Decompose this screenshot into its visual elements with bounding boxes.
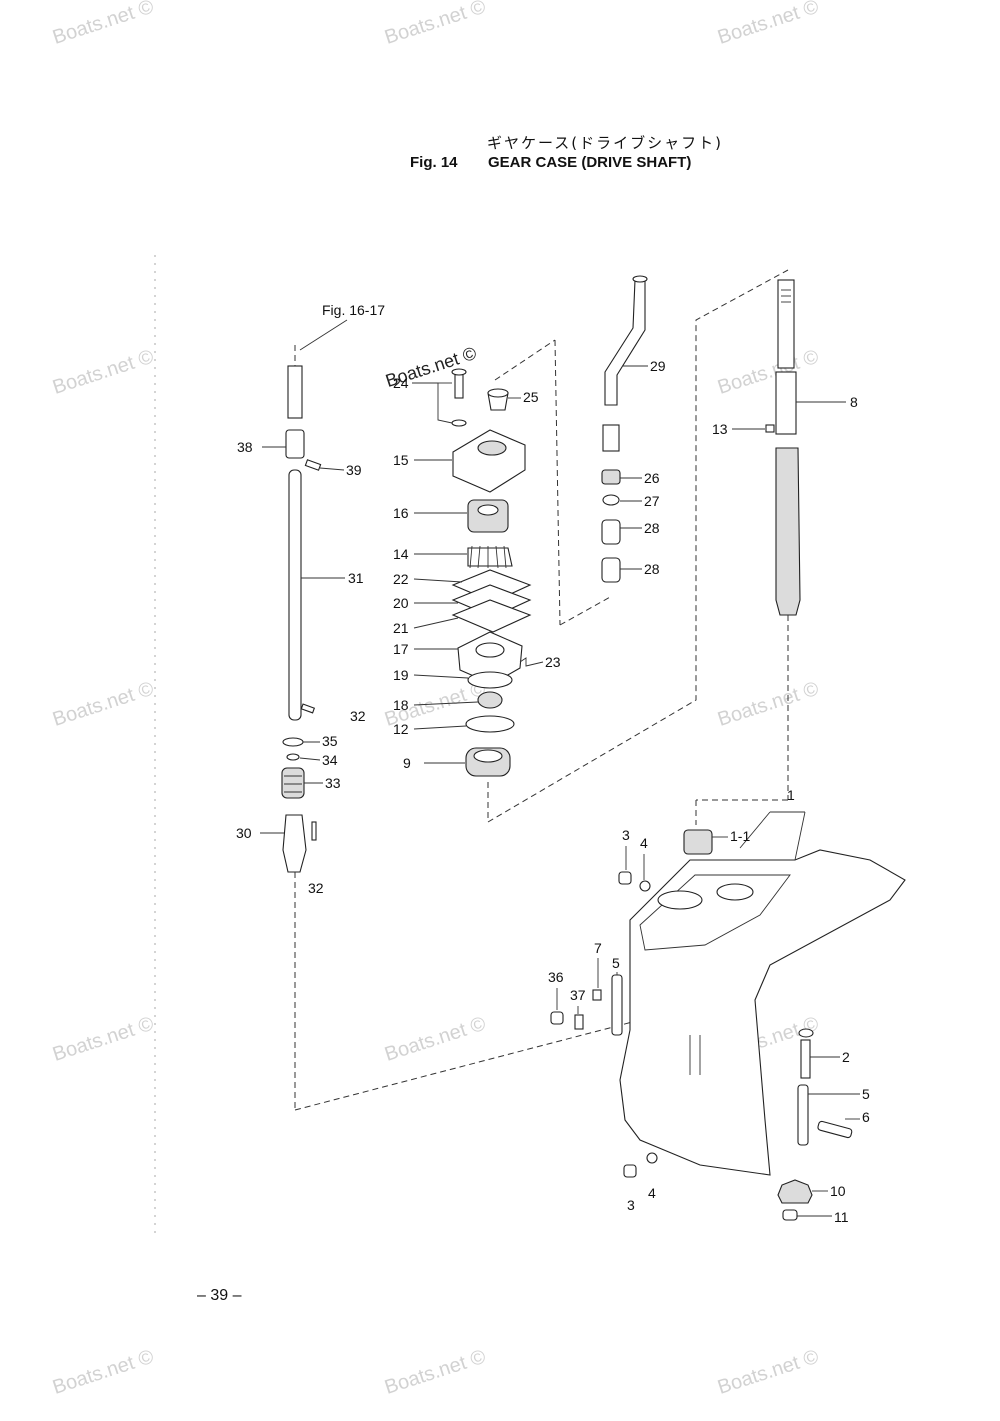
bolt-3a [618,871,632,885]
callout-number: 35 [322,733,338,749]
callout-number: 3 [627,1197,635,1213]
plug-10 [777,1179,813,1204]
washer-37 [574,1014,584,1030]
pin-13 [765,424,775,433]
callout-number: 11 [834,1209,849,1225]
washer-4a [639,880,651,892]
sleeve-8 [775,371,797,435]
shift-cam-30 [282,814,307,873]
callout-number: 34 [322,752,338,768]
connector-38 [285,429,305,459]
pin-32b [311,821,317,841]
bolt-24 [454,371,464,399]
washer-24 [451,419,467,427]
pin-32a [300,703,316,714]
o-ring-27 [602,494,620,506]
drive-shaft [775,447,801,616]
callout-number: 28 [644,520,660,536]
insert-16 [467,499,509,533]
o-ring-12 [465,715,515,733]
bolt-6 [817,1120,853,1139]
callout-number: 4 [640,835,648,851]
callout-number: 1 [787,787,795,803]
callout-number: 37 [570,987,586,1003]
anode-5b [797,1084,809,1146]
callout-number: 24 [393,375,409,391]
callout-number: 18 [393,697,409,713]
callout-number: 28 [644,561,660,577]
pin-39 [304,459,322,471]
callout-number: 5 [612,955,620,971]
callout-number: 12 [393,721,409,737]
o-ring-35 [282,737,304,747]
callout-number: 16 [393,505,409,521]
bolt-3b [623,1164,637,1178]
washer-34 [286,753,300,761]
shift-rod-upper [287,365,303,419]
page-number: – 39 – [197,1287,242,1304]
figure-title: GEAR CASE (DRIVE SHAFT) [488,154,692,171]
plug-7 [592,989,602,1001]
seal-18 [477,691,503,709]
callout-number: 14 [393,546,409,562]
bushing-1-1 [683,829,713,855]
callout-number: 29 [650,358,666,374]
o-ring-19 [467,671,513,689]
callout-number: 38 [237,439,253,455]
callout-number: 13 [712,421,728,437]
title-japanese: ギヤケース(ドライブシャフト) [487,134,723,152]
gasket-21 [451,599,532,633]
callout-number: 1-1 [730,828,750,844]
bolt-11 [782,1209,798,1221]
leader-line [299,319,348,351]
callout-number: 17 [393,641,409,657]
callout-number: 2 [842,1049,850,1065]
callout-number: 31 [348,570,364,586]
callout-number: 15 [393,452,409,468]
callout-number: 22 [393,571,409,587]
seal-28b [601,557,621,583]
callout-number: 8 [850,394,858,410]
callout-number: 25 [523,389,539,405]
boot-33 [281,767,305,799]
callout-number: 7 [594,940,602,956]
anode-5a [611,974,623,1036]
callout-number: 27 [644,493,660,509]
callout-number: 23 [545,654,561,670]
pump-case-17 [457,631,523,685]
callout-number: 33 [325,775,341,791]
seal-28a [601,519,621,545]
callout-number: 32 [308,880,324,896]
callout-number: 32 [350,708,366,724]
callout-number: 19 [393,667,409,683]
callout-number: 39 [346,462,362,478]
bolt-2 [800,1039,811,1079]
grommet-26 [601,469,621,485]
callout-number: 21 [393,620,409,636]
tube-section [602,424,620,452]
washer-4b [646,1152,658,1164]
callout-number: 6 [862,1109,870,1125]
callout-number: 9 [403,755,411,771]
callout-number: 10 [830,1183,846,1199]
callout-number: 3 [622,827,630,843]
drive-shaft-upper [777,279,795,369]
bolt-36 [550,1011,564,1025]
callout-number: 36 [548,969,564,985]
callout-number: 26 [644,470,660,486]
callout-number: 30 [236,825,252,841]
washer-2 [798,1028,814,1038]
figure-number: Fig. 14 [410,154,458,171]
callout-number: 5 [862,1086,870,1102]
callout-number: 4 [648,1185,656,1201]
gear-case-1 [619,849,906,1176]
pump-housing-15 [452,429,526,493]
callout-number: 20 [393,595,409,611]
shift-rod-31 [288,469,302,721]
water-tube-29 [604,279,646,406]
reference-label: Fig. 16-17 [322,302,385,318]
